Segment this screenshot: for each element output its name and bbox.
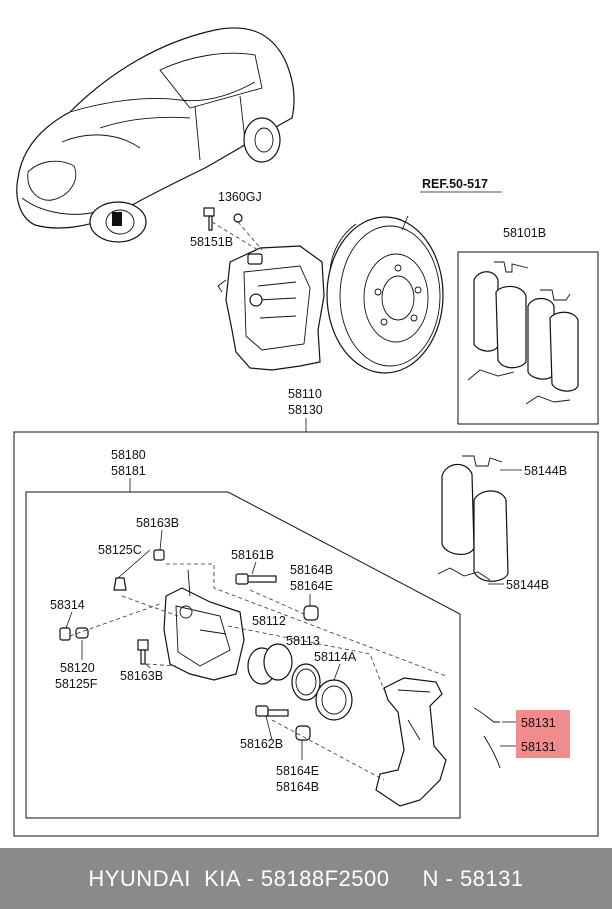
label-58112: 58112 bbox=[252, 614, 286, 628]
label-58144b-bottom: 58144B bbox=[506, 578, 549, 592]
label-58110: 58110 bbox=[288, 387, 322, 401]
piston-58112 bbox=[247, 643, 293, 685]
label-58314: 58314 bbox=[50, 598, 85, 612]
washer-1360gj bbox=[233, 213, 243, 223]
label-58125c: 58125C bbox=[98, 543, 142, 557]
caliper-body bbox=[163, 569, 245, 681]
label-58151b: 58151B bbox=[190, 235, 233, 249]
highlight-58131-a bbox=[516, 710, 570, 734]
label-58164e-bottom: 58164E bbox=[276, 764, 319, 778]
brake-pads-58144b bbox=[437, 455, 509, 582]
label-58163b-bottom: 58163B bbox=[120, 669, 163, 683]
vehicle-illustration bbox=[16, 27, 295, 243]
boot-58164b-top bbox=[303, 605, 319, 621]
highlight-58131-b bbox=[516, 734, 570, 758]
label-58113: 58113 bbox=[286, 634, 320, 648]
label-58164e-top: 58164E bbox=[290, 579, 333, 593]
label-58101b: 58101B bbox=[503, 226, 546, 240]
brake-parts-diagram: 1360GJ 58151B REF.50-517 58101B 58110 58… bbox=[13, 27, 599, 837]
label-58144b-top: 58144B bbox=[524, 464, 567, 478]
label-58114a: 58114A bbox=[314, 650, 357, 664]
label-58162b: 58162B bbox=[240, 737, 283, 751]
caliper-carrier-bracket bbox=[375, 677, 447, 807]
anti-rattle-springs-58131 bbox=[473, 707, 501, 769]
label-58130: 58130 bbox=[288, 403, 323, 417]
footer-part-numbers: HYUNDAI KIA - 58188F2500 N - 58131 bbox=[88, 865, 524, 891]
label-58161b: 58161B bbox=[231, 548, 274, 562]
label-58180: 58180 bbox=[111, 448, 146, 462]
label-58131-b: 58131 bbox=[521, 740, 556, 754]
label-58163b-top: 58163B bbox=[136, 516, 179, 530]
label-58164b-top: 58164B bbox=[290, 563, 333, 577]
bolt-58151b bbox=[203, 207, 215, 231]
clip-58314 bbox=[59, 627, 71, 641]
guide-pin-58162b bbox=[255, 705, 289, 717]
caliper-assembly-top bbox=[217, 245, 325, 371]
pad-kit-58101b bbox=[467, 261, 579, 405]
seal-58113 bbox=[291, 663, 321, 701]
guide-pin-58161b bbox=[235, 573, 277, 585]
bleeder-cap-58163b bbox=[153, 549, 165, 561]
label-1360gj: 1360GJ bbox=[218, 190, 262, 204]
boot-58164e-bottom bbox=[295, 725, 311, 741]
label-58164b-bottom: 58164B bbox=[276, 780, 319, 794]
bolt-58163b-bottom bbox=[137, 639, 149, 665]
boot-58114a bbox=[315, 679, 353, 721]
label-58125f: 58125F bbox=[55, 677, 98, 691]
bleeder-screw-58125c bbox=[113, 577, 127, 591]
label-58131-a: 58131 bbox=[521, 716, 556, 730]
label-ref-50-517: REF.50-517 bbox=[422, 177, 488, 191]
pad-kit-frame bbox=[457, 251, 599, 425]
brake-disc bbox=[326, 216, 444, 374]
footer-bar: HYUNDAI KIA - 58188F2500 N - 58131 bbox=[0, 848, 612, 909]
caliper-kit-frame-58180 bbox=[25, 491, 461, 819]
label-58120: 58120 bbox=[60, 661, 95, 675]
label-58181: 58181 bbox=[111, 464, 146, 478]
